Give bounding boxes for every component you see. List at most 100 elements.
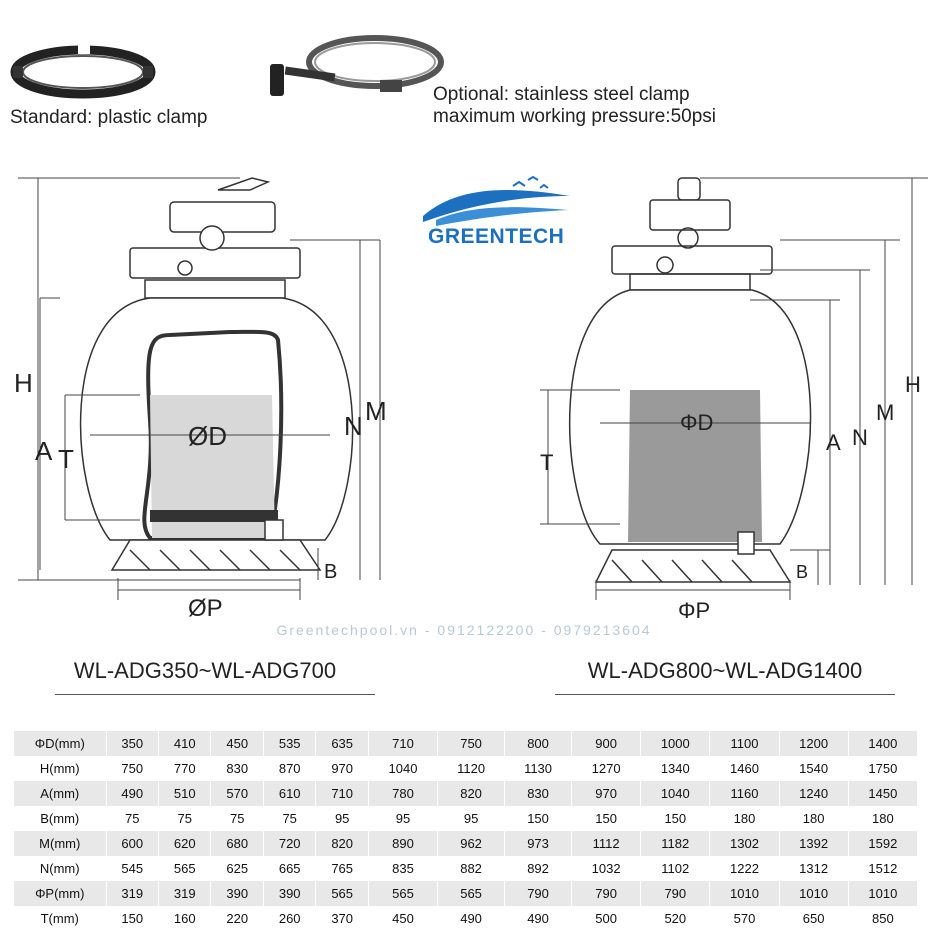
table-cell: 150	[504, 806, 573, 831]
table-cell: 790	[640, 881, 711, 906]
model-range-right: WL-ADG800~WL-ADG1400	[587, 658, 863, 683]
table-cell: 970	[571, 781, 642, 806]
table-cell: 565	[368, 881, 439, 906]
table-cell: 570	[709, 906, 780, 931]
table-cell: 870	[263, 756, 317, 781]
table-cell: 95	[315, 806, 369, 831]
table-cell: 565	[315, 881, 369, 906]
label-H-left: H	[14, 368, 33, 398]
table-row-label: M(mm)	[14, 831, 107, 856]
table-cell: 150	[640, 806, 711, 831]
model-range-left: WL-ADG350~WL-ADG700	[73, 658, 337, 683]
table-cell: 750	[106, 756, 159, 781]
label-D-right: ΦD	[680, 410, 713, 435]
table-row-label: ΦD(mm)	[14, 731, 107, 756]
table-cell: 1592	[848, 831, 919, 856]
table-cell: 1100	[709, 731, 780, 756]
label-N-right: N	[852, 425, 868, 450]
table-cell: 510	[158, 781, 212, 806]
label-B-right: B	[796, 562, 808, 582]
steel-clamp-image	[270, 35, 444, 96]
label-M-right: M	[876, 400, 894, 425]
table-cell: 545	[106, 856, 159, 881]
optional-clamp-caption: Optional: stainless steel clamp maximum …	[433, 84, 716, 128]
table-cell: 750	[437, 731, 506, 756]
table-cell: 1010	[848, 881, 919, 906]
table-cell: 220	[210, 906, 264, 931]
table-cell: 75	[210, 806, 264, 831]
table-cell: 1340	[640, 756, 711, 781]
right-filter-drawing	[568, 177, 812, 583]
table-cell: 1010	[709, 881, 780, 906]
table-cell: 830	[504, 781, 573, 806]
table-cell: 150	[571, 806, 642, 831]
table-cell: 260	[263, 906, 317, 931]
table-cell: 892	[504, 856, 573, 881]
table-cell: 770	[158, 756, 212, 781]
table-cell: 150	[106, 906, 159, 931]
table-cell: 1540	[779, 756, 849, 781]
table-cell: 319	[106, 881, 159, 906]
table-cell: 665	[263, 856, 317, 881]
table-cell: 75	[158, 806, 212, 831]
table-row-label: ΦP(mm)	[14, 881, 107, 906]
table-cell: 450	[368, 906, 439, 931]
table-cell: 1102	[640, 856, 711, 881]
table-cell: 95	[437, 806, 506, 831]
table-cell: 1120	[437, 756, 506, 781]
table-cell: 1450	[848, 781, 919, 806]
table-cell: 490	[437, 906, 506, 931]
left-dimension-labels: H A T ØD N M B ØP	[14, 368, 387, 622]
model-underline-right	[555, 694, 895, 695]
table-cell: 1000	[640, 731, 711, 756]
contact-watermark: Greentechpool.vn - 0912122200 - 09792136…	[276, 622, 652, 638]
label-P-left: ØP	[188, 595, 223, 622]
label-B-left: B	[324, 561, 337, 583]
standard-clamp-caption: Standard: plastic clamp	[10, 107, 208, 128]
table-cell: 1392	[779, 831, 849, 856]
label-T-left: T	[58, 444, 74, 474]
table-cell: 1750	[848, 756, 919, 781]
table-cell: 160	[158, 906, 212, 931]
table-cell: 1312	[779, 856, 849, 881]
table-row-label: A(mm)	[14, 781, 107, 806]
plastic-clamp-image	[10, 44, 156, 99]
table-row-label: T(mm)	[14, 906, 107, 931]
table-cell: 1130	[504, 756, 573, 781]
table-cell: 600	[106, 831, 159, 856]
right-dimension-labels: T ΦD A N M H B ΦP	[540, 372, 921, 623]
table-cell: 970	[315, 756, 369, 781]
table-cell: 1302	[709, 831, 780, 856]
greentech-logo-text: GREENTECH	[428, 225, 565, 248]
table-cell: 620	[158, 831, 212, 856]
table-cell: 835	[368, 856, 439, 881]
table-row-label: N(mm)	[14, 856, 107, 881]
left-filter-drawing	[79, 177, 354, 571]
left-dimension-lines	[18, 177, 381, 600]
table-cell: 720	[263, 831, 317, 856]
table-cell: 962	[437, 831, 506, 856]
table-cell: 882	[437, 856, 506, 881]
table-cell: 1160	[709, 781, 780, 806]
table-cell: 1400	[848, 731, 919, 756]
table-cell: 1182	[640, 831, 711, 856]
table-cell: 610	[263, 781, 317, 806]
label-P-right: ΦP	[678, 598, 710, 623]
label-M-left: M	[365, 396, 387, 426]
table-cell: 1270	[571, 756, 642, 781]
table-cell: 565	[158, 856, 212, 881]
label-A-right: A	[826, 430, 841, 455]
right-dimension-lines	[540, 177, 928, 600]
table-cell: 370	[315, 906, 369, 931]
table-cell: 780	[368, 781, 439, 806]
table-cell: 790	[504, 881, 573, 906]
table-cell: 1200	[779, 731, 849, 756]
